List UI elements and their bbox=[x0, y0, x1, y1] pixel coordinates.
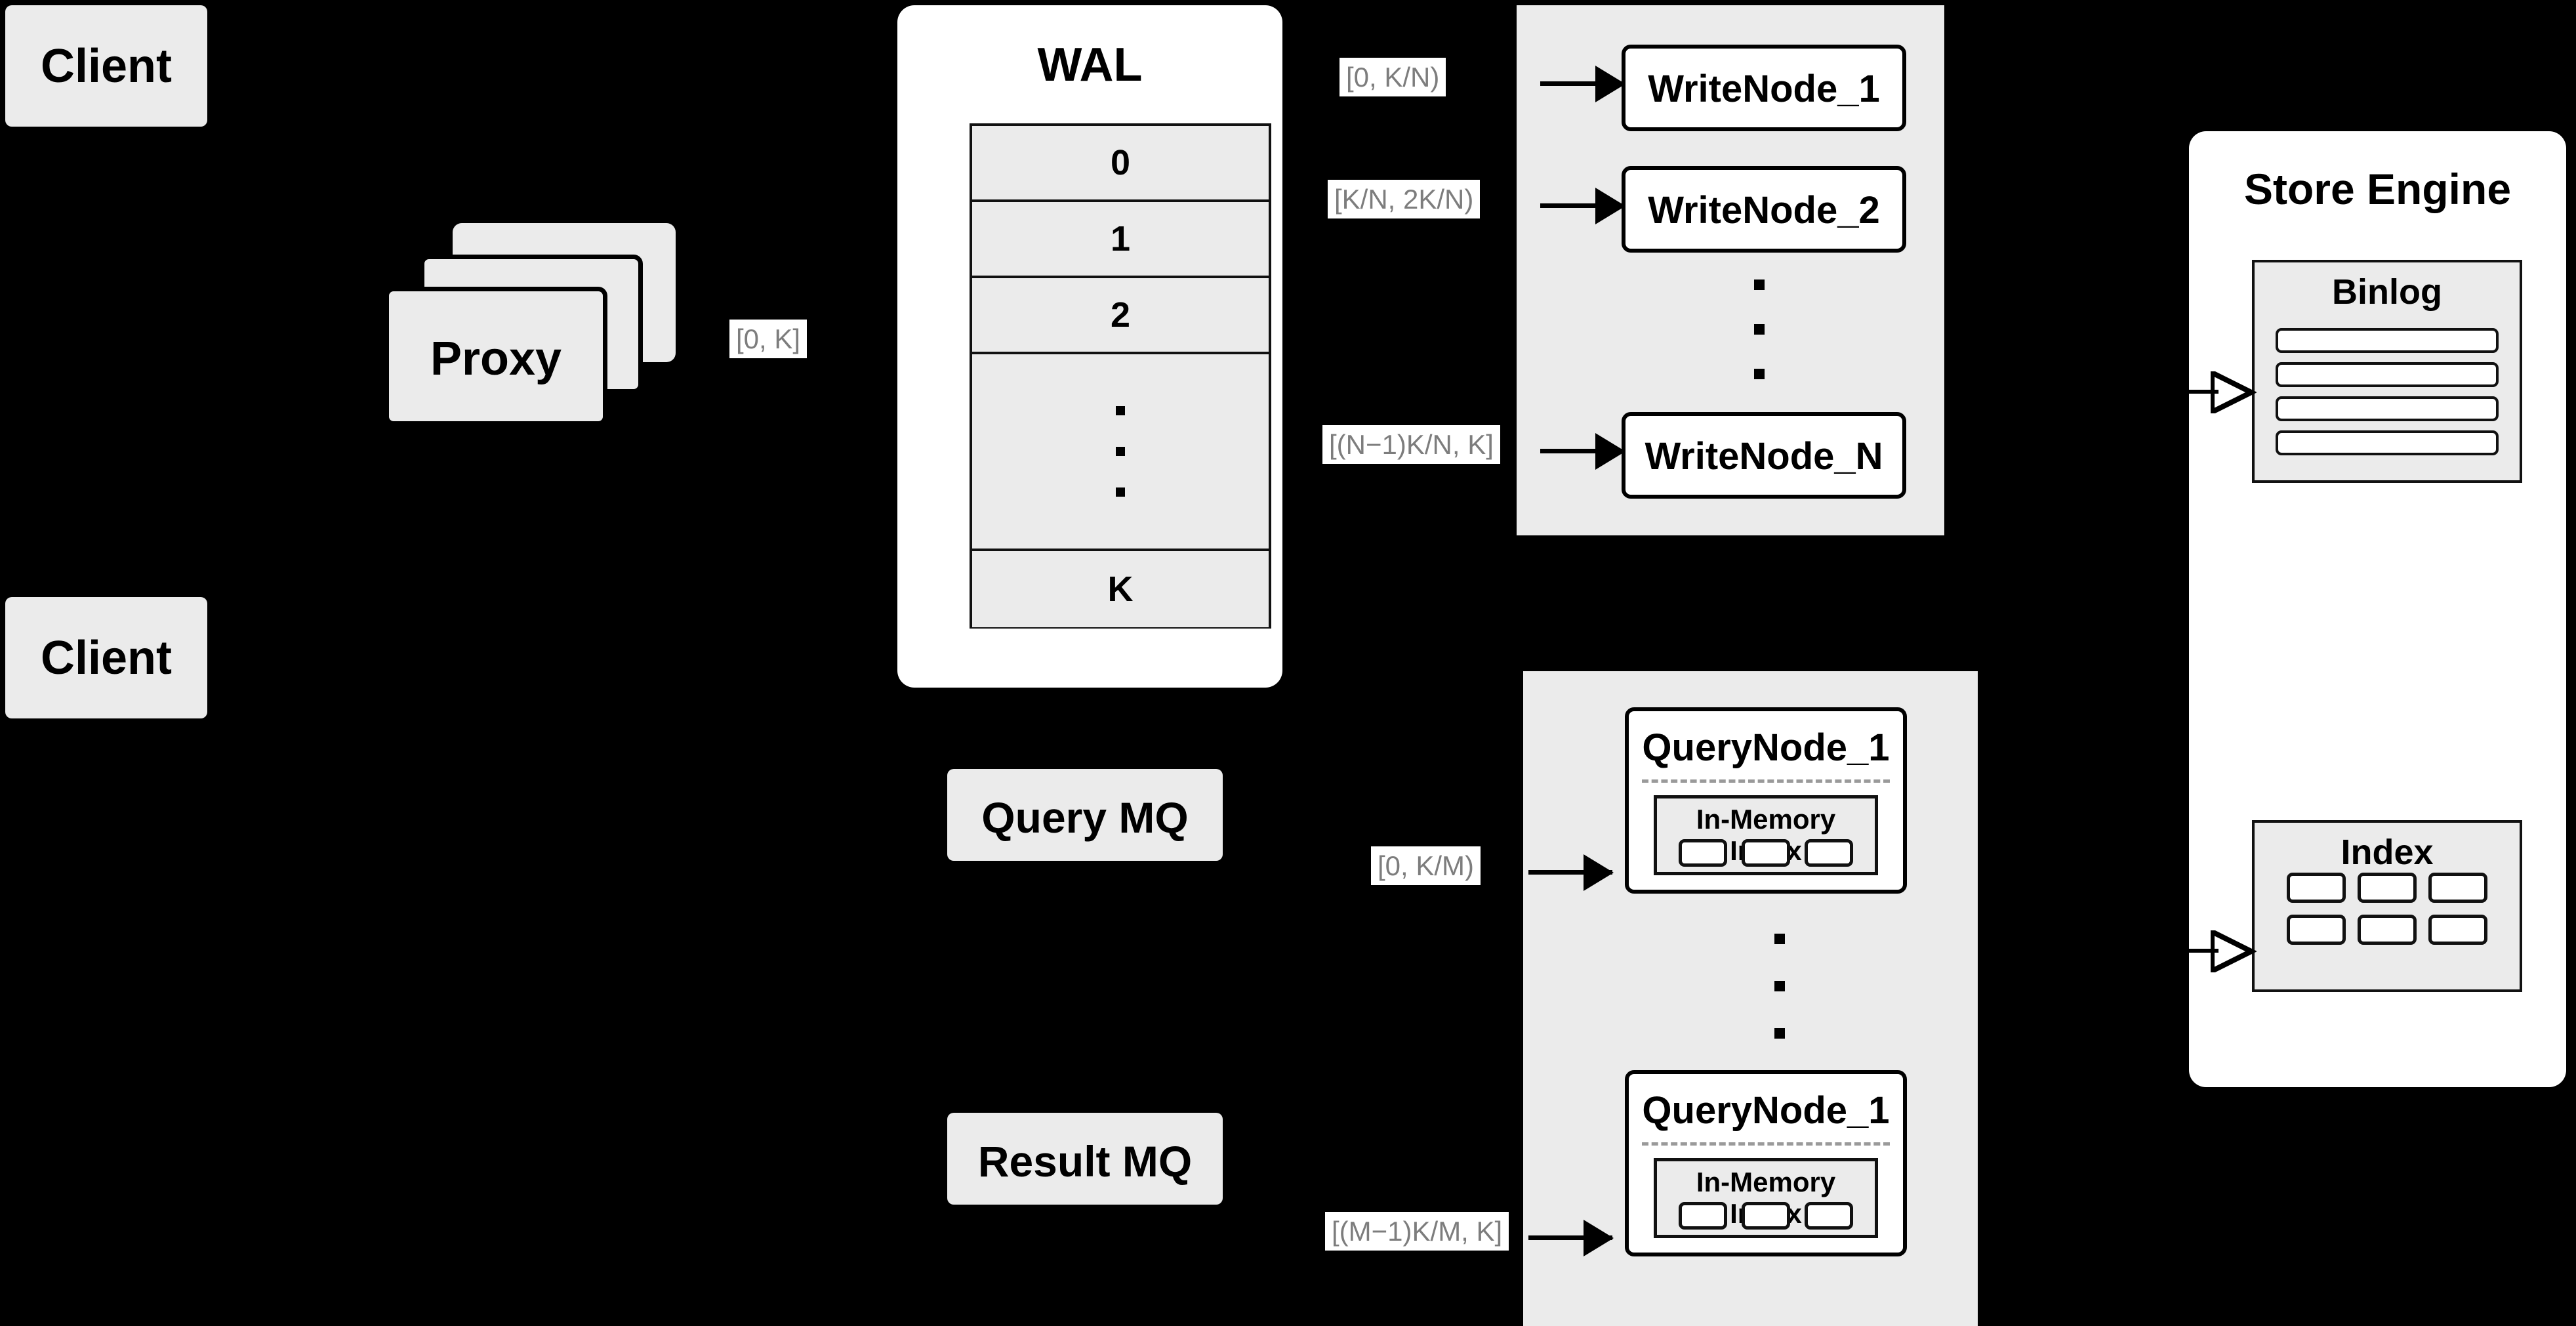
wal-row-0: 0 bbox=[972, 126, 1269, 202]
store-engine-panel: Store Engine Binlog Index bbox=[2189, 131, 2566, 1087]
index-cell bbox=[2358, 873, 2417, 903]
range-tag-query-1: [0, K/M) bbox=[1371, 846, 1481, 886]
query-node-1-separator bbox=[1642, 779, 1890, 783]
wal-row-2: 2 bbox=[972, 278, 1269, 354]
query-node-m-separator bbox=[1642, 1142, 1890, 1146]
wal-row-ellipsis bbox=[972, 354, 1269, 551]
in-memory-index-cells bbox=[1657, 1202, 1875, 1230]
query-node-1-in-memory-index: In-Memory Index bbox=[1654, 795, 1878, 875]
write-node-2-label: WriteNode_2 bbox=[1648, 189, 1880, 232]
index-cell bbox=[1742, 1202, 1790, 1230]
index-cell bbox=[2287, 873, 2346, 903]
write-node-1[interactable]: WriteNode_1 bbox=[1622, 45, 1906, 131]
result-mq-label: Result MQ bbox=[977, 1137, 1193, 1186]
ellipsis-dot bbox=[1116, 487, 1125, 497]
range-tag-write-n: [(N−1)K/N, K] bbox=[1322, 425, 1500, 465]
write-node-n-label: WriteNode_N bbox=[1645, 435, 1883, 478]
index-cell bbox=[1742, 839, 1790, 867]
index-cell bbox=[1805, 839, 1853, 867]
binlog-bar bbox=[2276, 396, 2499, 421]
proxy-card-front[interactable]: Proxy bbox=[384, 287, 607, 426]
client-label-1: Client bbox=[40, 40, 172, 93]
index-cell bbox=[2287, 915, 2346, 945]
index-cell bbox=[1679, 1202, 1727, 1230]
binlog-title: Binlog bbox=[2332, 272, 2442, 312]
binlog-box: Binlog bbox=[2252, 260, 2522, 483]
query-node-m[interactable]: QueryNode_1 In-Memory Index bbox=[1625, 1070, 1907, 1256]
index-cell bbox=[2358, 915, 2417, 945]
binlog-bar bbox=[2276, 328, 2499, 353]
index-cell bbox=[2428, 873, 2487, 903]
range-tag-write-1: [0, K/N) bbox=[1339, 58, 1446, 97]
write-node-ellipsis bbox=[1754, 280, 1765, 379]
write-node-1-label: WriteNode_1 bbox=[1648, 68, 1880, 110]
query-mq-box[interactable]: Query MQ bbox=[947, 769, 1223, 861]
index-cell bbox=[2428, 915, 2487, 945]
ellipsis-dot bbox=[1774, 981, 1785, 991]
store-engine-title: Store Engine bbox=[2243, 165, 2512, 213]
write-node-n[interactable]: WriteNode_N bbox=[1622, 412, 1906, 499]
ellipsis-dot bbox=[1754, 280, 1765, 290]
ellipsis-dot bbox=[1116, 406, 1125, 415]
ellipsis-dot bbox=[1754, 324, 1765, 335]
result-mq-box[interactable]: Result MQ bbox=[947, 1113, 1223, 1205]
query-node-cluster: QueryNode_1 In-Memory Index QueryNode_1 … bbox=[1523, 671, 1978, 1326]
query-mq-label: Query MQ bbox=[981, 793, 1189, 842]
proxy-label: Proxy bbox=[430, 333, 562, 385]
ellipsis-dot bbox=[1774, 1028, 1785, 1039]
index-cell bbox=[1679, 839, 1727, 867]
wal-table: 0 1 2 K bbox=[970, 123, 1271, 629]
range-tag-query-m: [(M−1)K/M, K] bbox=[1325, 1212, 1509, 1251]
query-node-1-title: QueryNode_1 bbox=[1642, 726, 1890, 769]
index-cell bbox=[1805, 1202, 1853, 1230]
ellipsis-dot bbox=[1116, 447, 1125, 456]
range-tag-proxy-to-wal: [0, K] bbox=[729, 320, 808, 359]
index-box: Index bbox=[2252, 820, 2522, 992]
client-box-1[interactable]: Client bbox=[5, 5, 207, 127]
range-tag-write-2: [K/N, 2K/N) bbox=[1328, 180, 1481, 219]
arrow-open-head-icon bbox=[2211, 371, 2257, 413]
wal-row-1: 1 bbox=[972, 202, 1269, 278]
client-label-2: Client bbox=[40, 632, 172, 684]
write-node-cluster: WriteNode_1 WriteNode_2 WriteNode_N bbox=[1517, 5, 1944, 535]
query-node-m-in-memory-index: In-Memory Index bbox=[1654, 1158, 1878, 1238]
write-node-2[interactable]: WriteNode_2 bbox=[1622, 166, 1906, 253]
client-box-2[interactable]: Client bbox=[5, 597, 207, 718]
wal-row-k: K bbox=[972, 551, 1269, 627]
query-node-ellipsis bbox=[1774, 934, 1785, 1039]
query-node-m-title: QueryNode_1 bbox=[1642, 1089, 1890, 1132]
query-node-1[interactable]: QueryNode_1 In-Memory Index bbox=[1625, 707, 1907, 894]
binlog-bar bbox=[2276, 362, 2499, 387]
index-cells bbox=[2255, 873, 2520, 945]
ellipsis-dot bbox=[1774, 934, 1785, 944]
wal-panel: WAL 0 1 2 K bbox=[897, 5, 1282, 688]
ellipsis-dot bbox=[1754, 369, 1765, 379]
binlog-bar bbox=[2276, 430, 2499, 455]
wal-title: WAL bbox=[1037, 39, 1143, 91]
arrow-open-head-icon bbox=[2211, 930, 2257, 972]
in-memory-index-cells bbox=[1657, 839, 1875, 867]
index-title: Index bbox=[2341, 833, 2434, 872]
